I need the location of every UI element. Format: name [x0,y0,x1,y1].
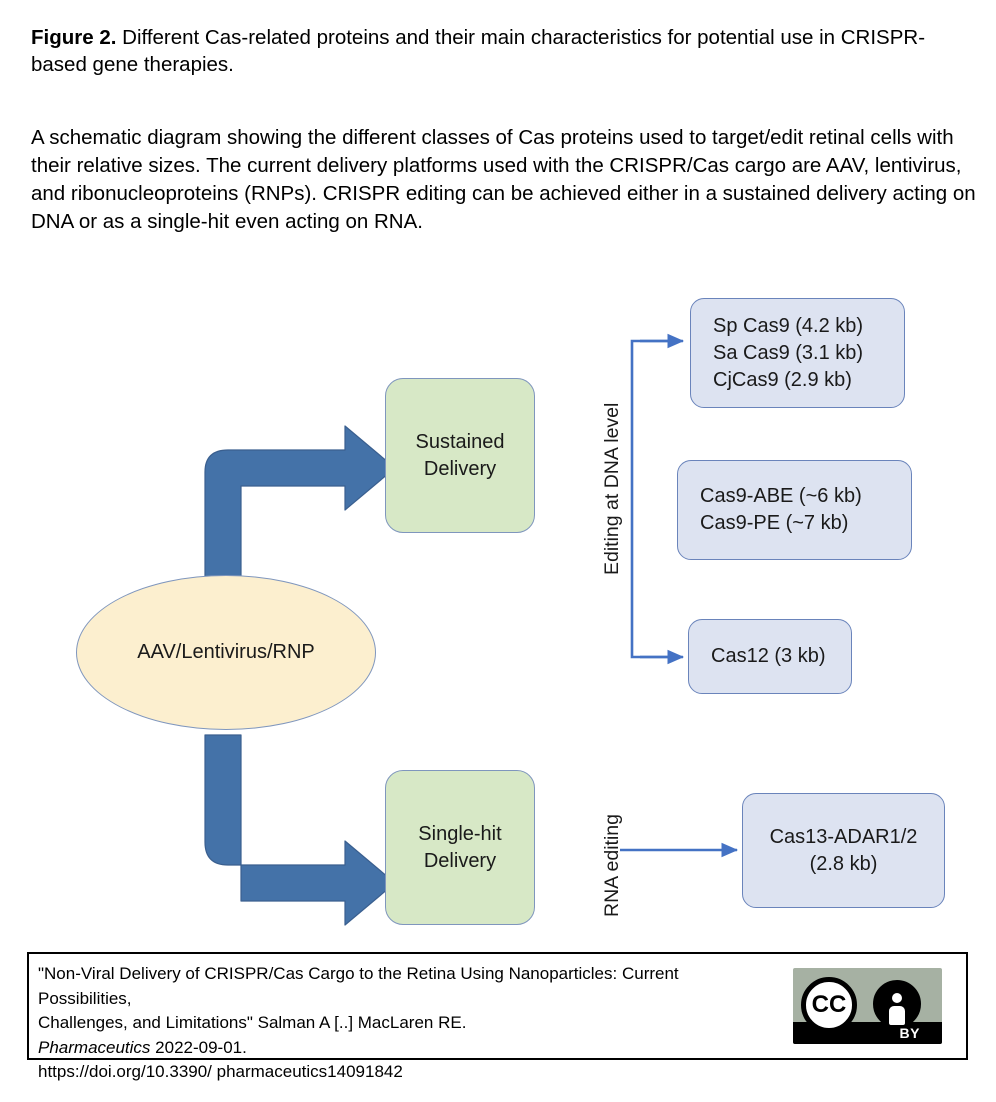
cc-logo-icon: CC [801,977,857,1033]
branch-label-rna: RNA editing [601,814,623,917]
node-cas9-line3: CjCas9 (2.9 kb) [713,368,852,391]
arrow-to-sustained-delivery [204,425,396,591]
node-cas13-line1: Cas13-ADAR1/2 [769,825,918,848]
node-source-delivery-platform[interactable]: AAV/Lentivirus/RNP [76,575,376,730]
node-source-label: AAV/Lentivirus/RNP [137,641,315,663]
figure-label: Figure 2. [31,26,117,49]
node-sustained-delivery-line2: Delivery [423,457,497,480]
source-doi-link[interactable]: https://doi.org/10.3390/ pharmaceutics14… [38,1062,403,1081]
creative-commons-by-license-icon[interactable]: BY CC [793,968,942,1044]
source-journal-name: Pharmaceutics [38,1037,151,1057]
figure-description: A schematic diagram showing the differen… [31,126,976,233]
source-citation: "Non-Viral Delivery of CRISPR/Cas Cargo … [38,962,738,1085]
node-singlehit-delivery-line2: Delivery [423,849,497,872]
person-body-shape [889,1006,905,1025]
cc-attribution-person-icon [873,980,921,1028]
node-sustained-delivery-line1: Sustained [415,430,505,453]
person-head-shape [892,993,902,1003]
source-journal-line: Pharmaceutics 2022-09-01. [38,1036,738,1061]
branch-label-dna: Editing at DNA level [601,402,623,575]
source-citation-line1: "Non-Viral Delivery of CRISPR/Cas Cargo … [38,964,679,1008]
node-sustained-delivery[interactable]: Sustained Delivery [385,378,535,533]
node-cas12[interactable]: Cas12 (3 kb) [688,619,852,694]
cc-by-label: BY [899,1025,920,1041]
node-singlehit-delivery[interactable]: Single-hit Delivery [385,770,535,925]
node-cas9-line2: Sa Cas9 (3.1 kb) [713,341,864,364]
schematic-diagram: AAV/Lentivirus/RNP Sustained Delivery Si… [0,280,996,940]
node-cas13-line2: (2.8 kb) [809,852,878,875]
node-cas12-line1: Cas12 (3 kb) [711,645,826,667]
node-editors-line2: Cas9-PE (~7 kb) [700,512,849,534]
node-cas9-editors[interactable]: Cas9-ABE (~6 kb) Cas9-PE (~7 kb) [677,460,912,560]
bracket-dna-branch [630,339,678,659]
arrow-to-singlehit-delivery [204,734,396,926]
source-citation-line2: Challenges, and Limitations" Salman A [.… [38,1013,467,1032]
source-publication-date: 2022-09-01. [150,1037,247,1057]
source-attribution-box: "Non-Viral Delivery of CRISPR/Cas Cargo … [27,952,968,1081]
node-cas9-line1: Sp Cas9 (4.2 kb) [713,314,864,337]
node-editors-line1: Cas9-ABE (~6 kb) [700,485,862,507]
node-singlehit-delivery-line1: Single-hit [418,822,502,845]
diagram-connectors [204,333,739,926]
node-cas9-nucleases[interactable]: Sp Cas9 (4.2 kb) Sa Cas9 (3.1 kb) CjCas9… [690,298,905,408]
node-cas13-adar[interactable]: Cas13-ADAR1/2 (2.8 kb) [742,793,945,908]
figure-title: Different Cas-related proteins and their… [31,26,926,76]
cc-glyph-label: CC [811,991,847,1018]
figure-caption: Figure 2. Different Cas-related proteins… [31,24,979,78]
